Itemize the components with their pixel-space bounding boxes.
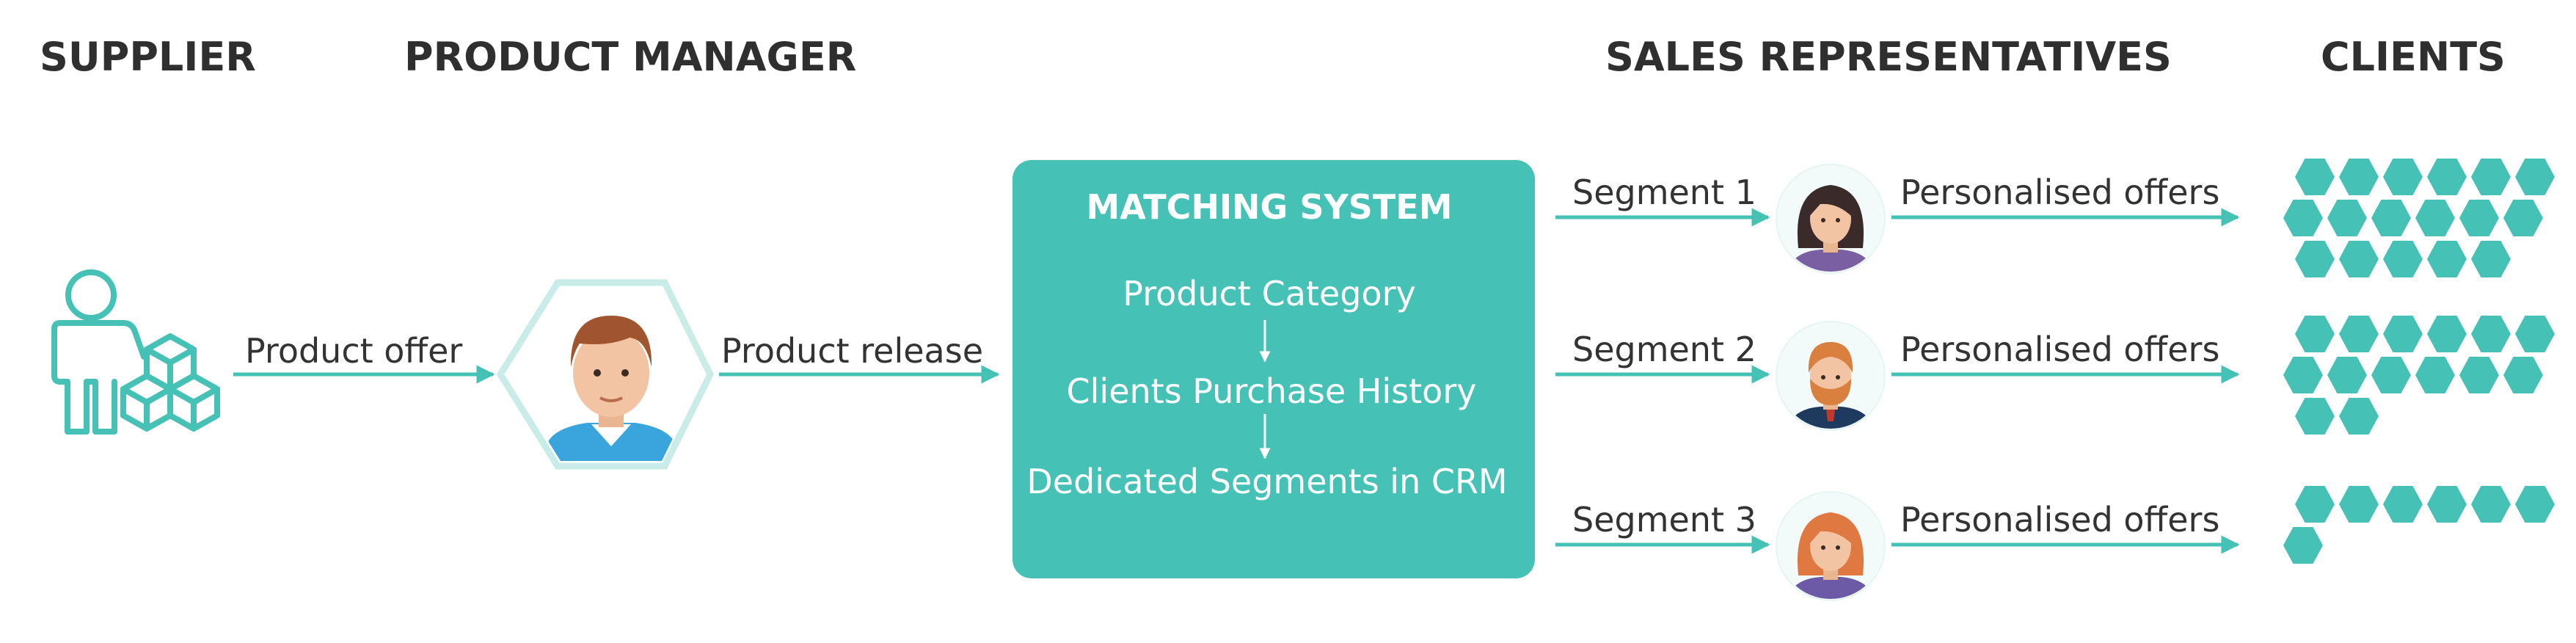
segment-row-1: Segment 1 Personalised offers bbox=[1555, 164, 2240, 274]
client-icon bbox=[2383, 486, 2423, 523]
client-icon bbox=[2339, 486, 2379, 523]
client-icon bbox=[2471, 241, 2511, 277]
client-icon bbox=[2459, 200, 2499, 236]
sales-rep-avatar-1 bbox=[1776, 164, 1886, 274]
client-icon bbox=[2295, 486, 2335, 523]
client-icon bbox=[2327, 357, 2367, 393]
client-icon bbox=[2371, 200, 2411, 236]
label-product-offer: Product offer bbox=[245, 331, 462, 371]
client-icon bbox=[2427, 241, 2467, 277]
client-icon bbox=[2471, 159, 2511, 195]
label-segment-1: Segment 1 bbox=[1572, 172, 1756, 212]
client-icon bbox=[2283, 357, 2323, 393]
header-product-manager: PRODUCT MANAGER bbox=[404, 34, 856, 80]
client-icon bbox=[2339, 398, 2379, 435]
client-icon bbox=[2383, 241, 2423, 277]
client-icon bbox=[2383, 316, 2423, 352]
client-icon bbox=[2283, 527, 2323, 564]
client-icon bbox=[2295, 398, 2335, 435]
client-icon bbox=[2339, 159, 2379, 195]
client-icon bbox=[2503, 357, 2543, 393]
product-manager-avatar bbox=[496, 279, 715, 470]
matching-step-dedicated-segments: Dedicated Segments in CRM bbox=[1026, 462, 1507, 501]
client-icon bbox=[2503, 200, 2543, 236]
client-icon bbox=[2295, 159, 2335, 195]
segment-row-2: Segment 2 Personalised offers bbox=[1555, 321, 2240, 431]
client-icon bbox=[2471, 316, 2511, 352]
label-offers-1: Personalised offers bbox=[1900, 172, 2219, 212]
label-product-release: Product release bbox=[721, 331, 983, 371]
client-icon bbox=[2295, 241, 2335, 277]
client-icon bbox=[2327, 200, 2367, 236]
client-icon bbox=[2515, 486, 2555, 523]
client-icon bbox=[2339, 241, 2379, 277]
header-sales-representatives: SALES REPRESENTATIVES bbox=[1605, 34, 2172, 80]
client-icon bbox=[2339, 316, 2379, 352]
supplier-icon bbox=[51, 269, 220, 435]
matching-system-box: MATCHING SYSTEM Product Category Clients… bbox=[1012, 160, 1535, 578]
client-icon bbox=[2427, 316, 2467, 352]
client-icon bbox=[2515, 159, 2555, 195]
client-icon bbox=[2383, 159, 2423, 195]
label-offers-3: Personalised offers bbox=[1900, 500, 2219, 540]
client-icon bbox=[2415, 357, 2455, 393]
header-supplier: SUPPLIER bbox=[40, 34, 256, 80]
client-icon bbox=[2283, 200, 2323, 236]
sales-rep-avatar-3 bbox=[1776, 491, 1886, 601]
client-icon bbox=[2459, 357, 2499, 393]
client-icon bbox=[2415, 200, 2455, 236]
client-icon bbox=[2427, 159, 2467, 195]
label-segment-3: Segment 3 bbox=[1572, 500, 1756, 540]
client-icon bbox=[2295, 316, 2335, 352]
header-clients: CLIENTS bbox=[2321, 34, 2506, 80]
client-icon bbox=[2471, 486, 2511, 523]
client-icon bbox=[2515, 316, 2555, 352]
matching-step-purchase-history: Clients Purchase History bbox=[1067, 371, 1477, 411]
matching-step-product-category: Product Category bbox=[1123, 274, 1415, 313]
client-icon bbox=[2427, 486, 2467, 523]
matching-system-title: MATCHING SYSTEM bbox=[1087, 187, 1453, 227]
label-offers-2: Personalised offers bbox=[1900, 330, 2219, 369]
segment-row-3: Segment 3 Personalised offers bbox=[1555, 491, 2240, 601]
client-icon bbox=[2371, 357, 2411, 393]
label-segment-2: Segment 2 bbox=[1572, 330, 1756, 369]
sales-rep-avatar-2 bbox=[1776, 321, 1886, 431]
